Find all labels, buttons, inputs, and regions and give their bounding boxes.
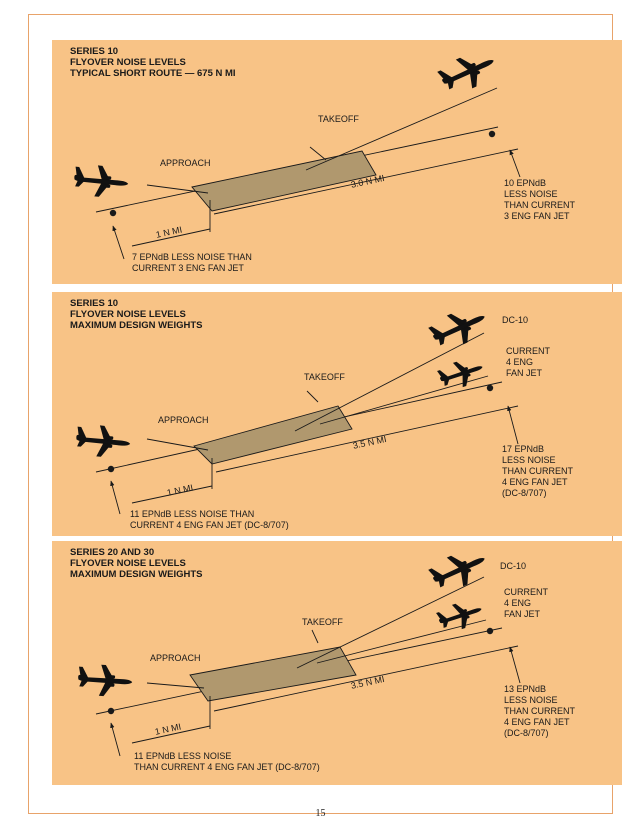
note-line: LESS NOISE	[504, 189, 558, 199]
takeoff-path-line	[305, 87, 498, 171]
note-line: THAN CURRENT 4 ENG FAN JET (DC-8/707)	[134, 762, 320, 772]
approach-note-arrow	[110, 480, 121, 515]
approach-leader-line	[146, 184, 209, 194]
title-line: MAXIMUM DESIGN WEIGHTS	[70, 320, 203, 331]
current-jet-takeoff-path-line	[319, 375, 489, 425]
note-line: 13 EPNdB	[504, 684, 547, 694]
note-line: THAN CURRENT	[504, 200, 575, 210]
label-line: CURRENT	[506, 346, 550, 356]
takeoff-note-arrow	[509, 646, 521, 684]
short-dimension-line	[131, 228, 211, 247]
title-line: FLYOVER NOISE LEVELS	[70, 558, 186, 569]
approaching-plane-icon	[74, 423, 132, 460]
approaching-plane-icon	[72, 163, 130, 200]
current-jet-takeoff-path-line	[316, 619, 487, 664]
short-dimension-line	[131, 485, 213, 504]
diagram-graphics	[74, 302, 519, 515]
approach-note-arrow	[112, 225, 125, 260]
label-line: FAN JET	[506, 368, 543, 378]
runway	[191, 150, 377, 212]
approach-measurement-point	[109, 209, 117, 217]
note-line: 11 EPNdB LESS NOISE	[134, 751, 232, 761]
approach-label: APPROACH	[160, 158, 211, 168]
panel-series20-30-max-weights: SERIES 20 AND 30 FLYOVER NOISE LEVELS MA…	[52, 541, 622, 785]
long-dimension-line	[213, 148, 519, 215]
takeoff-note-arrow	[507, 405, 519, 445]
diagram-graphics	[72, 46, 521, 260]
note-line: CURRENT 4 ENG FAN JET (DC-8/707)	[130, 520, 289, 530]
note-line: 3 ENG FAN JET	[504, 211, 570, 221]
approach-label: APPROACH	[150, 653, 201, 663]
title-line: SERIES 20 AND 30	[70, 547, 155, 558]
note-line: LESS NOISE	[502, 455, 556, 465]
approach-note: 11 EPNdB LESS NOISE THAN CURRENT 4 ENG F…	[130, 509, 289, 531]
title-line: TYPICAL SHORT ROUTE — 675 N MI	[70, 68, 236, 79]
long-dimension-line	[213, 645, 519, 712]
current-fan-jet-label: CURRENT 4 ENG FAN JET	[504, 587, 548, 620]
panel-title: SERIES 10 FLYOVER NOISE LEVELS MAXIMUM D…	[70, 298, 202, 331]
note-line: 10 EPNdB	[504, 178, 547, 188]
approach-label: APPROACH	[158, 415, 209, 425]
label-line: CURRENT	[504, 587, 548, 597]
note-line: 4 ENG FAN JET	[502, 477, 568, 487]
approach-note: 11 EPNdB LESS NOISE THAN CURRENT 4 ENG F…	[134, 751, 320, 773]
panel-series10-max-weights: SERIES 10 FLYOVER NOISE LEVELS MAXIMUM D…	[52, 292, 622, 536]
label-line: 4 ENG	[506, 357, 534, 367]
short-dimension-line	[131, 725, 211, 744]
takeoff-label: TAKEOFF	[302, 617, 343, 627]
panel-series10-short-route: SERIES 10 FLYOVER NOISE LEVELS TYPICAL S…	[52, 40, 622, 284]
diagram-graphics	[76, 544, 521, 757]
takeoff-label: TAKEOFF	[304, 372, 345, 382]
takeoff-note: 17 EPNdB LESS NOISE THAN CURRENT 4 ENG F…	[502, 444, 573, 499]
takeoff-leader-line	[309, 146, 327, 161]
takeoff-leader-line	[306, 390, 319, 403]
dc10-label: DC-10	[502, 315, 529, 325]
approach-leader-line	[146, 438, 209, 451]
approach-measurement-point	[107, 707, 115, 715]
note-line: THAN CURRENT	[502, 466, 573, 476]
title-line: MAXIMUM DESIGN WEIGHTS	[70, 569, 203, 580]
dc10-takeoff-path-line	[296, 576, 485, 669]
title-line: SERIES 10	[70, 298, 119, 309]
takeoff-measurement-point	[488, 130, 496, 138]
dc10-takeoff-plane-icon	[426, 544, 493, 596]
note-line: 17 EPNdB	[502, 444, 545, 454]
note-line: 7 EPNdB LESS NOISE THAN	[132, 252, 252, 262]
takeoff-note: 10 EPNdB LESS NOISE THAN CURRENT 3 ENG F…	[504, 178, 575, 222]
label-line: 4 ENG	[504, 598, 532, 608]
panel-title: SERIES 20 AND 30 FLYOVER NOISE LEVELS MA…	[70, 547, 202, 580]
label-line: FAN JET	[504, 609, 541, 619]
runway	[193, 405, 353, 465]
panel-title: SERIES 10 FLYOVER NOISE LEVELS TYPICAL S…	[70, 46, 236, 79]
dc10-label: DC-10	[500, 561, 527, 571]
approach-leader-line	[146, 682, 205, 689]
takeoff-leader-line	[311, 629, 319, 644]
takeoff-label: TAKEOFF	[318, 114, 359, 124]
dc10-takeoff-path-line	[294, 332, 485, 432]
current-fan-jet-label: CURRENT 4 ENG FAN JET	[506, 346, 550, 379]
page-number: 15	[315, 808, 326, 819]
takeoff-measurement-point	[486, 384, 494, 392]
note-line: CURRENT 3 ENG FAN JET	[132, 263, 244, 273]
approach-note-arrow	[110, 722, 121, 757]
note-line: 4 ENG FAN JET	[504, 717, 570, 727]
approaching-plane-icon	[76, 663, 134, 698]
current-fan-jet-plane-icon	[435, 596, 487, 635]
takeoff-measurement-point	[486, 627, 494, 635]
long-dimension-line	[215, 405, 519, 473]
note-line: LESS NOISE	[504, 695, 558, 705]
note-line: (DC-8/707)	[502, 488, 547, 498]
approach-measurement-point	[107, 465, 115, 473]
runway	[189, 646, 357, 702]
note-line: THAN CURRENT	[504, 706, 575, 716]
takeoff-note: 13 EPNdB LESS NOISE THAN CURRENT 4 ENG F…	[504, 684, 575, 739]
title-line: SERIES 10	[70, 46, 119, 57]
note-line: (DC-8/707)	[504, 728, 549, 738]
takeoff-note-arrow	[509, 149, 521, 178]
title-line: FLYOVER NOISE LEVELS	[70, 309, 186, 320]
approach-note: 7 EPNdB LESS NOISE THAN CURRENT 3 ENG FA…	[132, 252, 252, 274]
title-line: FLYOVER NOISE LEVELS	[70, 57, 186, 68]
note-line: 11 EPNdB LESS NOISE THAN	[130, 509, 255, 519]
